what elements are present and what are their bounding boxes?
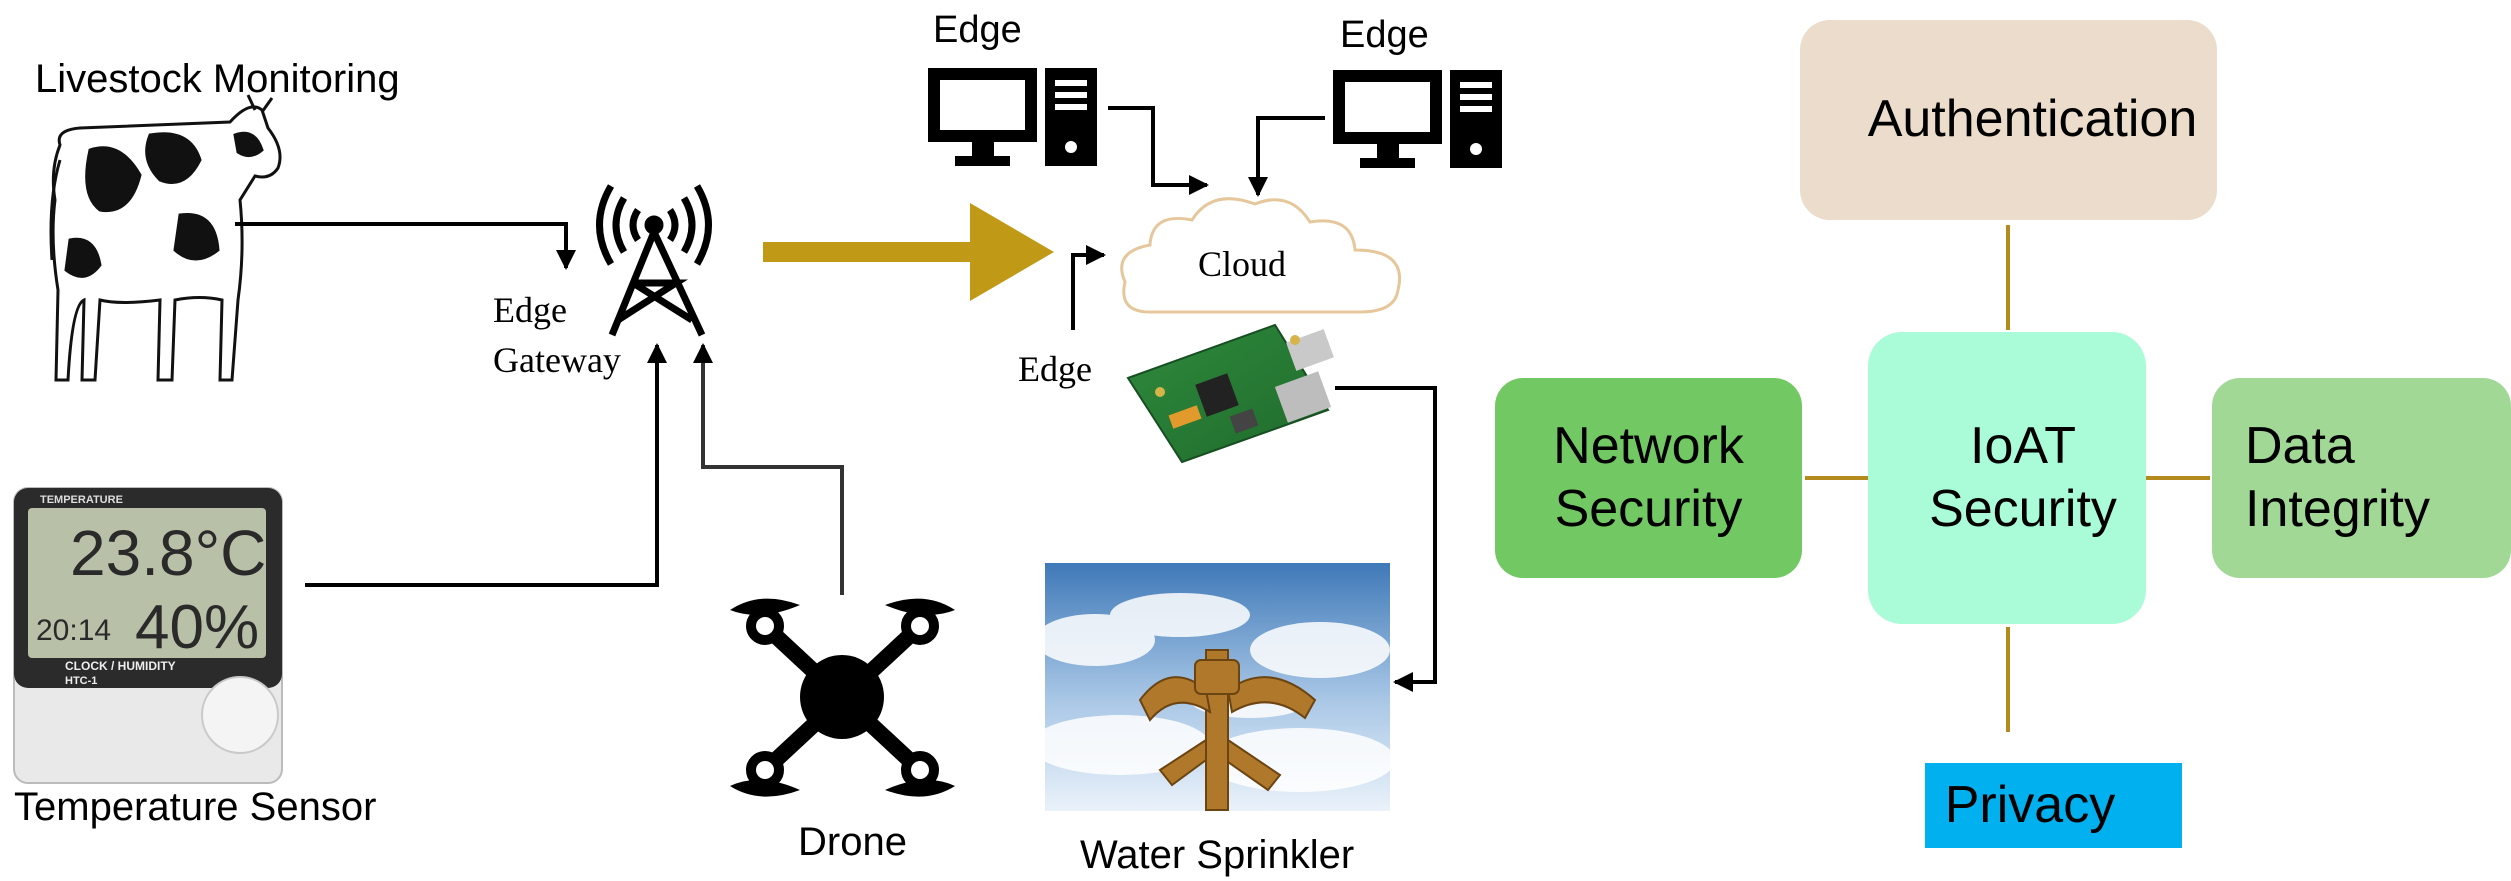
edge-gateway-label-line2: Gateway xyxy=(493,340,621,380)
drone-to-gateway-arrow xyxy=(693,343,844,595)
edge-top-right-label: Edge xyxy=(1340,14,1429,56)
gateway-to-cloud-big-arrow xyxy=(763,203,1054,301)
ioat-security-center-box xyxy=(1868,332,2146,624)
thermometer-caption: CLOCK / HUMIDITY xyxy=(65,659,176,673)
edge-gateway-tower-icon xyxy=(596,184,712,337)
livestock-to-gateway-arrow xyxy=(235,222,576,270)
thermometer-header: TEMPERATURE xyxy=(40,494,123,506)
livestock-monitoring-label: Livestock Monitoring xyxy=(35,57,400,101)
temperature-sensor-label: Temperature Sensor xyxy=(14,785,376,829)
drone-label: Drone xyxy=(798,820,907,864)
edge-device-to-sprinkler-arrow xyxy=(1335,386,1437,692)
data-integrity-line2: Integrity xyxy=(2245,480,2430,538)
network-security-box xyxy=(1495,378,1802,578)
edge-gateway-label-line1: Edge xyxy=(493,290,567,330)
water-sprinkler-label: Water Sprinkler xyxy=(1080,833,1354,877)
thermometer-reading-time: 20:14 xyxy=(36,614,111,647)
thermometer-reading-top: 23.8°C xyxy=(70,517,266,589)
edge-top-left-to-cloud-arrow xyxy=(1108,106,1209,195)
authentication-text: Authentication xyxy=(1867,90,2198,149)
ioat-security-line2: Security xyxy=(1929,480,2117,538)
edge-device-to-cloud-arrow xyxy=(1071,245,1106,330)
authentication-box xyxy=(1800,20,2217,220)
cloud-shape xyxy=(1120,197,1401,314)
thermometer-dial xyxy=(201,676,279,754)
raspberry-pi-board xyxy=(1126,323,1334,464)
privacy-text: Privacy xyxy=(1944,775,2116,834)
privacy-box xyxy=(1925,763,2182,848)
edge-device-label: Edge xyxy=(1018,349,1092,389)
edge-top-right-to-cloud-arrow xyxy=(1248,116,1325,197)
privacy-label: Privacy xyxy=(1925,763,2135,848)
thermometer-reading-humidity: 40% xyxy=(135,593,259,662)
data-integrity-box xyxy=(2212,378,2511,578)
network-security-label: Network Security xyxy=(1495,378,1802,578)
thermometer-model: HTC-1 xyxy=(65,675,97,687)
temperature-to-gateway-arrow xyxy=(305,343,667,587)
network-security-line2: Security xyxy=(1554,480,1743,538)
cow-illustration xyxy=(49,94,282,382)
network-security-line1: Network xyxy=(1553,416,1744,475)
authentication-label: Authentication xyxy=(1800,20,2265,220)
ioat-security-connectors xyxy=(1805,225,2210,732)
cloud-label: Cloud xyxy=(1198,244,1286,284)
temperature-sensor-device: TEMPERATURE 23.8°C 20:14 40% CLOCK / HUM… xyxy=(13,487,283,784)
computer-icon-top-left xyxy=(928,68,1097,166)
ioat-security-label: IoAT Security xyxy=(1868,332,2178,624)
edge-top-left-label: Edge xyxy=(933,9,1022,51)
computer-icon-top-right xyxy=(1333,70,1502,168)
data-integrity-label: Data Integrity xyxy=(2245,378,2511,578)
ioat-security-line1: IoAT xyxy=(1970,416,2076,475)
drone-icon xyxy=(730,598,955,797)
data-integrity-line1: Data xyxy=(2245,416,2355,475)
water-sprinkler-photo xyxy=(1030,563,1395,811)
